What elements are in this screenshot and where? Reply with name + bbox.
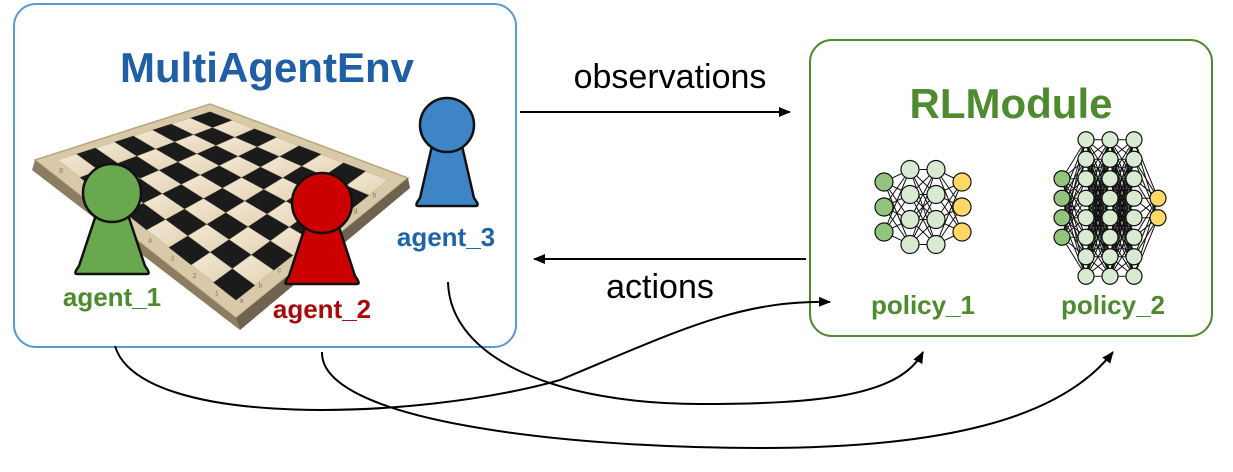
network-node — [1077, 189, 1095, 207]
agent-3-to-policy-1-curve — [447, 281, 924, 406]
board-file-label: b — [259, 283, 263, 290]
board-square — [346, 171, 389, 196]
network-node — [926, 234, 946, 255]
board-file-label: h — [373, 193, 377, 200]
network-node — [1077, 131, 1095, 149]
network-node — [1077, 209, 1095, 227]
agent-1-pawn-icon — [74, 162, 150, 276]
network-node — [1125, 228, 1143, 246]
network-node — [1101, 209, 1119, 227]
network-node — [952, 197, 972, 217]
network-node — [1077, 150, 1095, 168]
network-node — [1053, 228, 1071, 246]
policy-2-label: policy_2 — [1061, 290, 1165, 320]
network-node — [1125, 170, 1143, 188]
network-node — [1101, 267, 1119, 285]
agent-3-pawn-icon — [415, 96, 479, 208]
network-node — [926, 184, 946, 205]
network-node — [952, 222, 972, 242]
network-node — [1101, 189, 1119, 207]
network-node — [900, 159, 920, 180]
board-rank-label: 1 — [215, 290, 219, 297]
network-node — [1053, 189, 1071, 207]
agent-2-label: agent_2 — [273, 294, 371, 324]
network-node — [1125, 267, 1143, 285]
observations-label: observations — [574, 58, 767, 96]
multiagentenv-title: MultiAgentEnv — [120, 44, 415, 91]
network-node — [1077, 267, 1095, 285]
network-node — [1125, 209, 1143, 227]
policy-1-network-icon — [874, 159, 972, 255]
network-node — [1101, 228, 1119, 246]
rlmodule-title: RLModule — [910, 80, 1113, 127]
board-file-label: a — [240, 298, 244, 305]
network-node — [1125, 248, 1143, 266]
agent-1-to-policy-1-curve — [114, 296, 831, 411]
agent-2-pawn-icon — [284, 171, 360, 286]
network-node — [900, 234, 920, 255]
network-node — [1125, 150, 1143, 168]
network-node — [900, 184, 920, 205]
network-node — [1149, 209, 1167, 227]
network-node — [1101, 150, 1119, 168]
network-node — [1077, 170, 1095, 188]
network-node — [1077, 248, 1095, 266]
network-node — [1125, 189, 1143, 207]
board-rank-label: 4 — [148, 238, 152, 245]
network-node — [952, 172, 972, 192]
network-node — [1053, 209, 1071, 227]
agent-1-label: agent_1 — [63, 282, 161, 312]
network-node — [1149, 189, 1167, 207]
actions-label: actions — [606, 268, 714, 306]
network-node — [1125, 131, 1143, 149]
agent-3-label: agent_3 — [397, 222, 495, 252]
network-node — [1101, 131, 1119, 149]
network-node — [874, 197, 894, 217]
policy-1-label: policy_1 — [871, 290, 975, 320]
network-node — [900, 209, 920, 230]
board-file-label: c — [278, 268, 282, 275]
network-node — [874, 222, 894, 242]
board-rank-label: 8 — [59, 168, 63, 175]
network-node — [1101, 248, 1119, 266]
network-node — [926, 159, 946, 180]
network-node — [1077, 228, 1095, 246]
policy-2-network-icon — [1053, 131, 1167, 285]
board-rank-label: 2 — [193, 273, 197, 280]
multiagentenv-box: MultiAgentEnv 87654321 abcdefgh agent_1 … — [13, 3, 517, 348]
board-file-label: g — [354, 208, 358, 215]
agent-2-to-policy-2-curve — [320, 351, 1114, 450]
network-node — [1053, 170, 1071, 188]
board-rank-label: 3 — [170, 255, 174, 262]
network-node — [874, 172, 894, 192]
network-node — [1101, 170, 1119, 188]
network-node — [926, 209, 946, 230]
rlmodule-box: RLModule policy_1 policy_2 — [809, 39, 1213, 337]
